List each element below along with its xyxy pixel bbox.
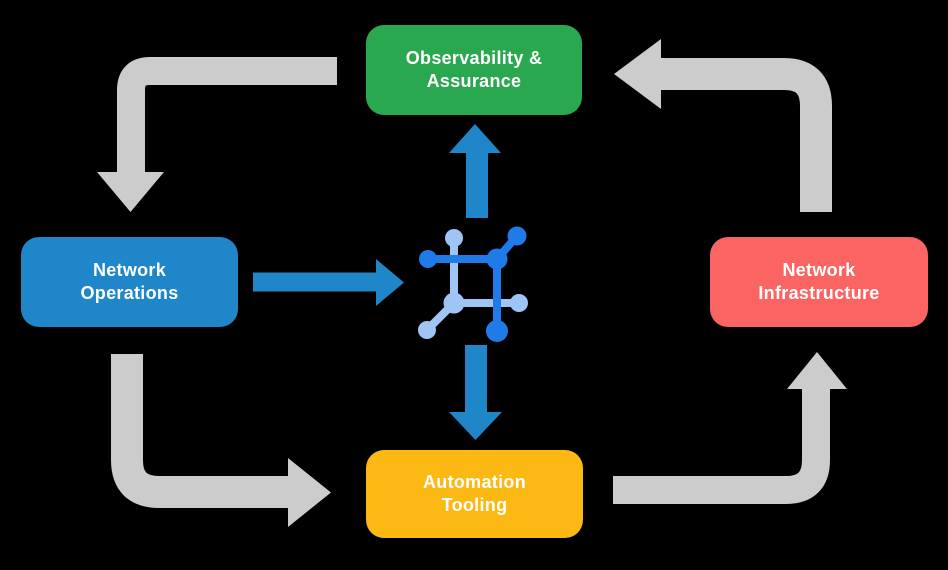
arrow-infrastructure-to-observability xyxy=(614,39,832,212)
arrow-head-down-icon xyxy=(97,172,164,212)
node-automation-tooling: Automation Tooling xyxy=(366,450,583,538)
arrow-center-to-observability xyxy=(449,124,501,218)
node-label-line2: Operations xyxy=(80,283,179,303)
arrow-operations-to-automation xyxy=(111,354,331,527)
arrow-head-up-icon xyxy=(449,124,501,153)
icon-node-top-right xyxy=(507,226,527,246)
node-network-operations: Network Operations xyxy=(21,237,238,327)
network-automation-icon xyxy=(418,226,528,342)
arrow-shaft xyxy=(613,388,830,504)
arrow-head-up-icon xyxy=(787,352,847,389)
node-label-line1: Observability & xyxy=(405,48,543,68)
arrow-head-left-icon xyxy=(614,39,661,109)
icon-node-top xyxy=(445,229,463,247)
icon-junction-light xyxy=(443,292,465,314)
node-label-line1: Automation xyxy=(423,472,526,492)
node-label-line1: Network xyxy=(782,260,856,280)
arrow-shaft xyxy=(111,354,288,508)
icon-node-bottom-left xyxy=(418,321,436,339)
icon-node-left xyxy=(419,250,437,268)
arrow-automation-to-infrastructure xyxy=(613,352,847,504)
arrow-operations-to-center xyxy=(253,259,404,306)
arrow-head-right-icon xyxy=(376,259,404,306)
node-observability-assurance: Observability & Assurance xyxy=(366,25,582,115)
arrow-head-down-icon xyxy=(449,412,502,440)
arrow-shaft xyxy=(117,57,337,174)
node-label-line2: Assurance xyxy=(426,71,522,91)
arrow-center-to-automation xyxy=(449,345,502,440)
arrow-observability-to-operations xyxy=(97,57,337,212)
node-label-line1: Network xyxy=(92,260,167,280)
icon-node-bottom xyxy=(486,320,508,342)
node-label-line2: Tooling xyxy=(441,495,508,515)
arrow-shaft xyxy=(661,58,832,212)
icon-junction-dark xyxy=(486,248,508,270)
node-network-infrastructure: Network Infrastructure xyxy=(710,237,928,327)
arrow-head-right-icon xyxy=(288,458,331,527)
node-label-line2: Infrastructure xyxy=(758,283,880,303)
icon-node-right xyxy=(510,294,528,312)
